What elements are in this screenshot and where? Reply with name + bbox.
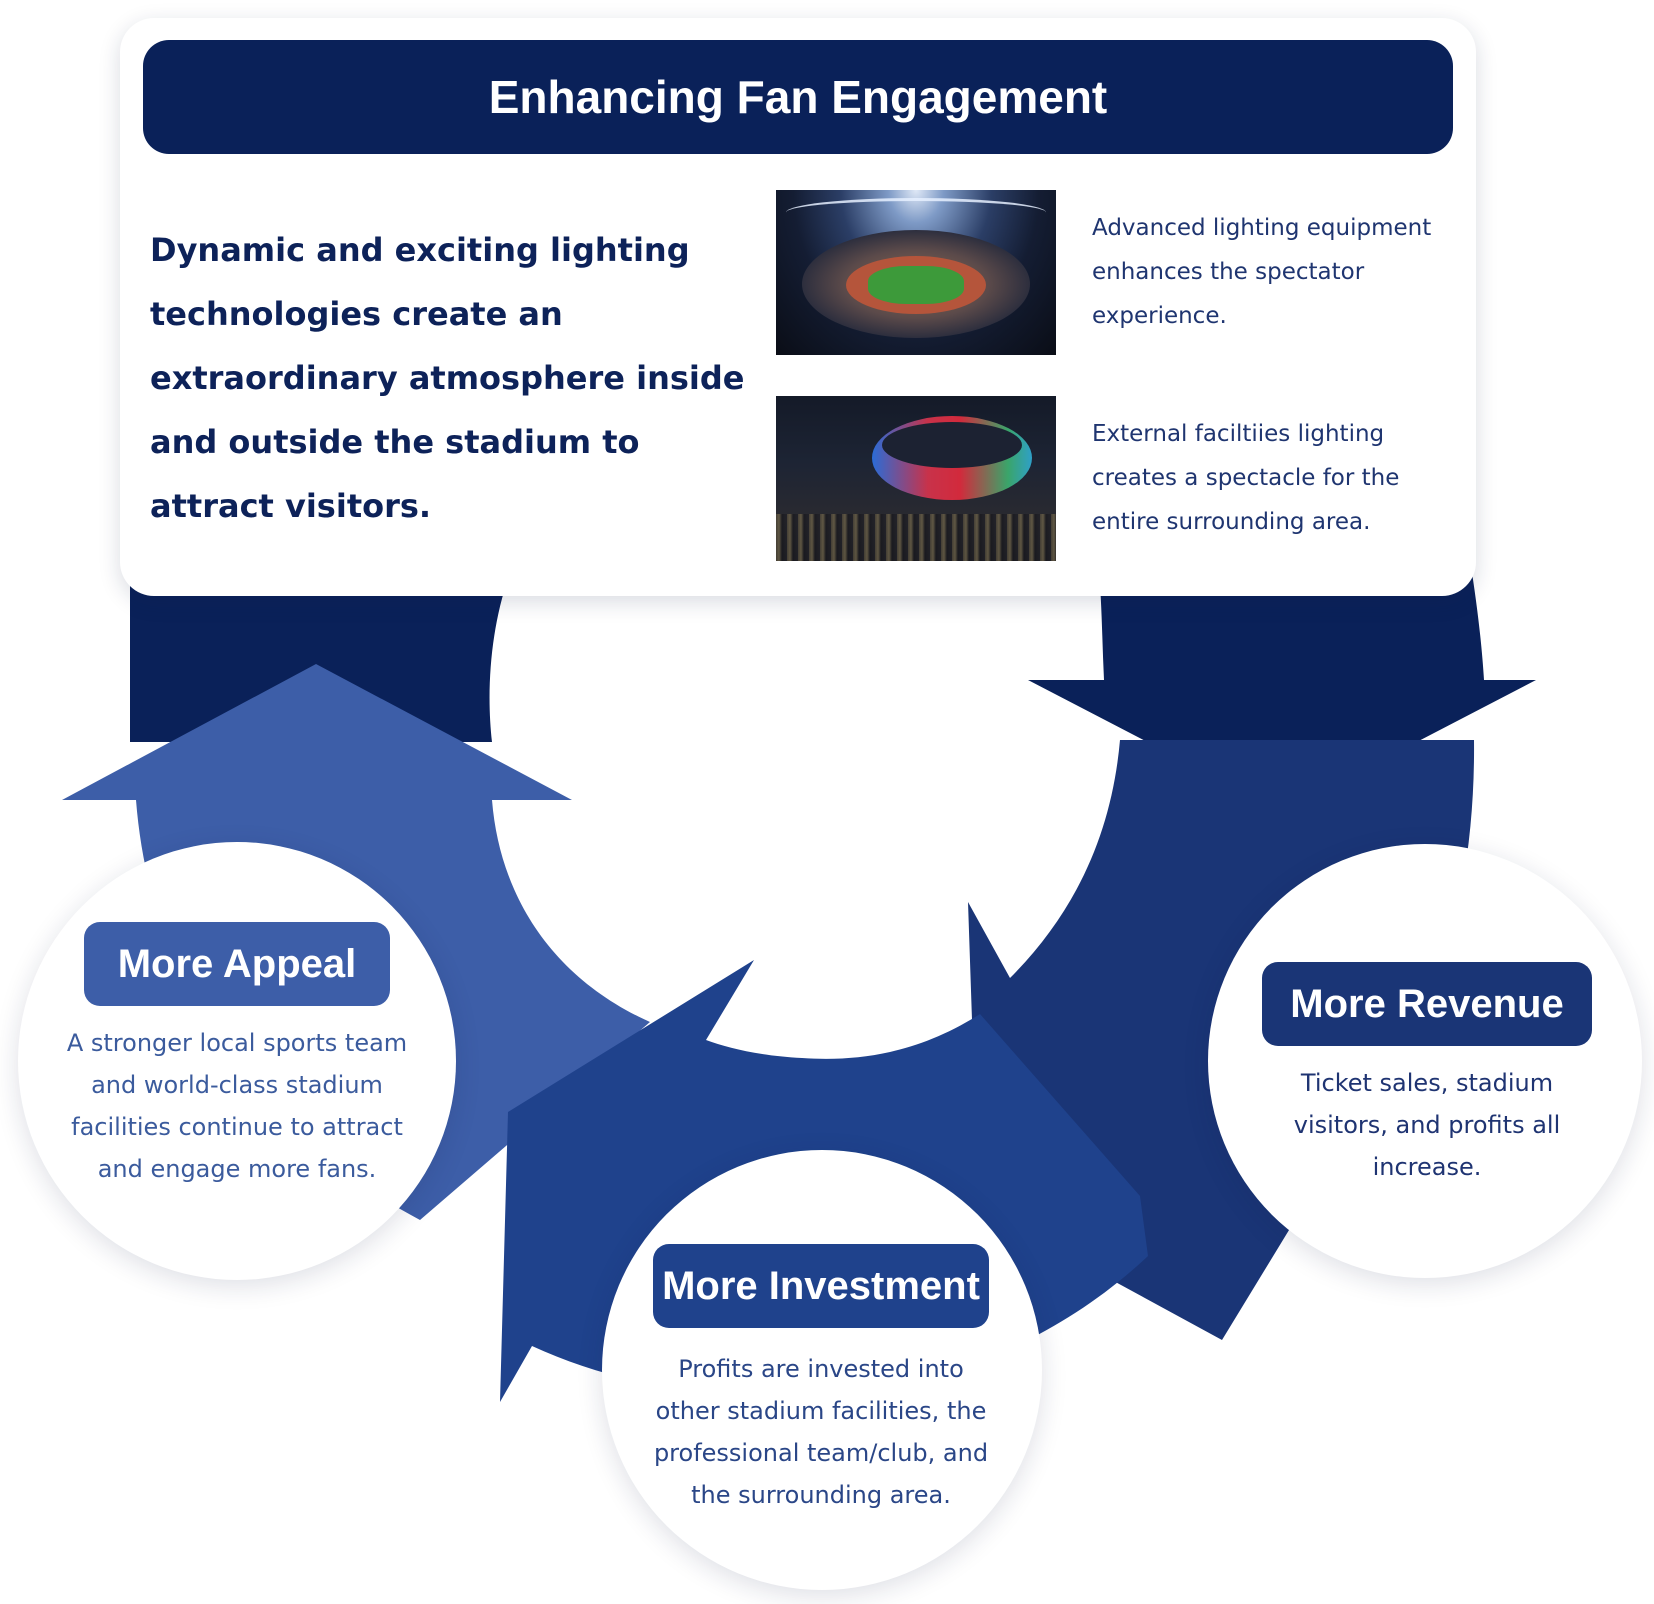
revenue-text: Ticket sales, stadium visitors, and prof… [1293,1069,1561,1181]
appeal-text: A stronger local sports team and world-c… [66,1029,408,1183]
investment-circle [602,1150,1042,1590]
appeal-circle [18,842,456,1280]
revenue-title: More Revenue [1262,962,1592,1046]
revenue-circle [1208,844,1642,1278]
arc-top-left [130,560,515,742]
feature-text-interior: Advanced lighting equipment enhances the… [1092,215,1432,329]
card-title: Enhancing Fan Engagement [143,40,1453,154]
fan-engagement-card: Enhancing Fan Engagement Dynamic and exc… [120,18,1476,596]
arc-top-right [1028,560,1536,812]
investment-text: Profits are invested into other stadium … [653,1355,989,1509]
card-lead-text: Dynamic and exciting lighting technologi… [150,231,745,525]
appeal-title: More Appeal [84,922,390,1006]
feature-text-exterior: External faciltiies lighting creates a s… [1092,421,1400,535]
stadium-interior-photo [776,190,1056,355]
stadium-exterior-photo [776,396,1056,561]
investment-title: More Investment [653,1244,989,1328]
